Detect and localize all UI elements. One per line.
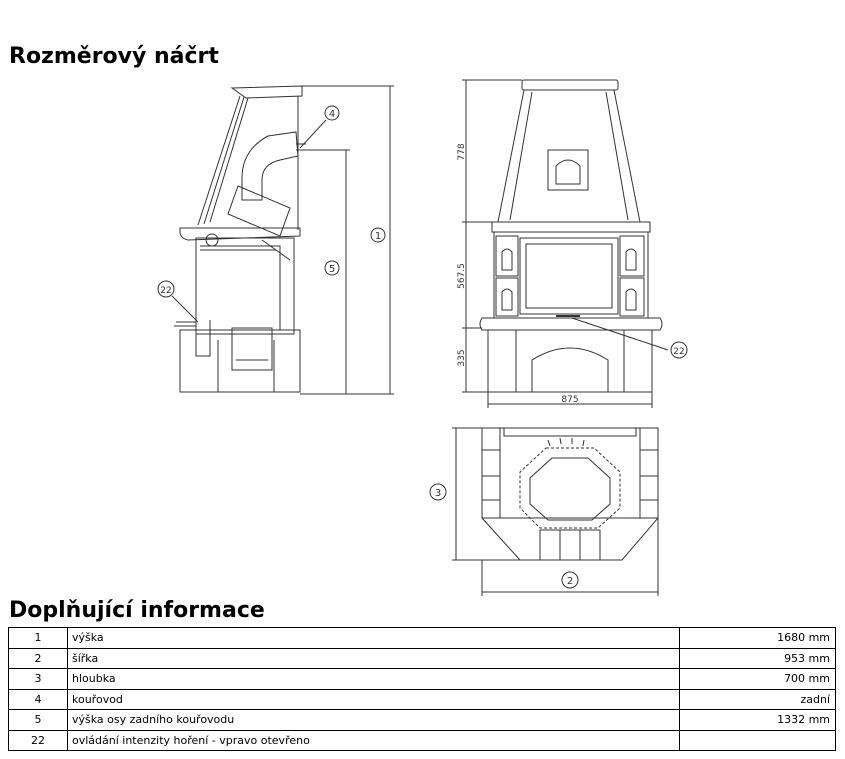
front-glass-door [519,237,619,315]
row-label: výška [67,627,680,649]
row-value: 953 mm [678,647,837,669]
side-firebox-body [195,237,295,335]
front-view [462,79,669,408]
row-number: 1 [8,627,68,649]
dim-label-width: 875 [561,395,578,405]
callout-22-side: 22 [157,280,175,298]
row-label: výška osy zadního kouřovodu [67,709,680,731]
row-value: zadní [678,688,837,710]
table-row: 22 ovládání intenzity hoření - vpravo ot… [8,729,837,751]
dim-label-base: 335 [457,349,467,366]
svg-text:22: 22 [160,286,171,296]
table-row: 3 hloubka 700 mm [8,668,837,690]
front-hood [497,89,641,223]
side-hood-top [230,85,303,99]
callout-5: 5 [324,260,340,276]
side-base [179,329,301,393]
row-number: 2 [8,647,68,669]
row-label: šířka [67,647,680,669]
svg-text:5: 5 [329,264,335,275]
table-row: 4 kouřovod zadní [8,688,837,710]
info-table: 1 výška 1680 mm 2 šířka 953 mm 3 hloubka… [8,627,837,751]
front-base [487,329,653,393]
callout-1: 1 [370,227,386,243]
dim-line-front-width [487,392,653,408]
svg-text:22: 22 [673,347,684,357]
section-title-additional-info: Doplňující informace [9,598,265,623]
row-label: ovládání intenzity hoření - vpravo otevř… [67,729,680,751]
dim-line-front-vertical [462,79,522,393]
top-outline [481,427,659,561]
row-value: 1332 mm [678,709,837,731]
row-value [678,729,837,751]
svg-text:4: 4 [329,109,335,120]
dim-line-flue-height [306,149,350,394]
table-row: 5 výška osy zadního kouřovodu 1332 mm [8,709,837,731]
dim-label-middle: 567.5 [457,263,467,289]
side-front-plate [195,320,211,357]
svg-text:1: 1 [375,231,381,242]
row-number: 22 [8,729,68,751]
callout-4: 4 [324,105,340,121]
row-label: hloubka [67,668,680,690]
callout-3: 3 [429,483,447,501]
front-cornice [491,221,651,233]
row-number: 5 [8,709,68,731]
dim-line-depth [452,427,520,561]
side-view [171,85,394,395]
front-top-cap [521,79,619,91]
table-row: 2 šířka 953 mm [8,647,837,669]
svg-text:2: 2 [567,576,573,587]
top-view [452,427,659,596]
row-number: 4 [8,688,68,710]
row-value: 1680 mm [678,627,837,649]
section-title-dimension-sketch: Rozměrový náčrt [9,44,219,69]
side-flue-box [227,185,291,237]
dimension-drawing: 1 5 4 22 [157,79,688,596]
row-value: 700 mm [678,668,837,690]
callout-2: 2 [561,571,579,589]
row-label: kouřovod [67,688,680,710]
callout-22-front: 22 [670,341,688,359]
dim-line-height [300,85,394,395]
side-hood-slope [197,95,249,226]
side-shelf [179,227,301,241]
top-firebox-octagon [519,447,621,529]
table-row: 1 výška 1680 mm [8,627,837,649]
front-frame [493,231,649,319]
dim-line-width-top [481,518,659,596]
svg-text:3: 3 [435,488,441,499]
dim-label-upper: 778 [457,143,467,160]
front-bench [479,317,663,331]
front-hood-door [547,149,589,191]
row-number: 3 [8,668,68,690]
side-flue-pipe [241,131,299,201]
